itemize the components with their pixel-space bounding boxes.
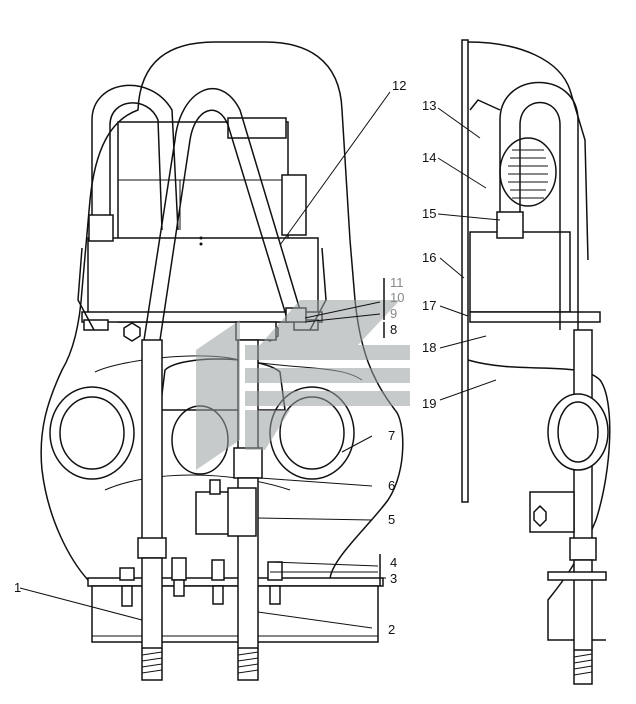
callout-9: 9 <box>390 306 397 321</box>
pipe-1 <box>137 339 167 681</box>
callout-18: 18 <box>422 340 436 355</box>
callout-14: 14 <box>422 150 436 165</box>
callout-7: 7 <box>388 428 395 443</box>
u-hose-left-b <box>143 88 301 341</box>
callout-6: 6 <box>388 478 395 493</box>
housing-outline-left <box>40 41 404 581</box>
fan <box>499 137 557 207</box>
callout-12: 12 <box>392 78 406 93</box>
callout-5: 5 <box>388 512 395 527</box>
callout-labels: 1 2 3 4 5 6 7 8 9 10 11 12 13 14 15 16 1… <box>14 78 436 637</box>
leader-lines <box>19 91 501 629</box>
wall <box>461 39 469 503</box>
callout-13: 13 <box>422 98 436 113</box>
logo-watermark <box>196 300 410 470</box>
heater-block <box>87 117 319 323</box>
callout-1: 1 <box>14 580 21 595</box>
left-porthole <box>49 386 135 480</box>
u-hose-right <box>499 81 579 330</box>
solenoid-valve <box>195 479 257 537</box>
callout-2: 2 <box>388 622 395 637</box>
callout-16: 16 <box>422 250 436 265</box>
callout-8: 8 <box>390 322 397 337</box>
right-view <box>461 39 611 685</box>
callout-10: 10 <box>390 290 404 305</box>
callout-17: 17 <box>422 298 436 313</box>
u-hose-left-a <box>91 84 179 231</box>
callout-3: 3 <box>390 571 397 586</box>
plate-bolts <box>119 557 283 607</box>
callout-19: 19 <box>422 396 436 411</box>
callout-4: 4 <box>390 555 397 570</box>
callout-15: 15 <box>422 206 436 221</box>
callout-11: 11 <box>390 275 404 290</box>
